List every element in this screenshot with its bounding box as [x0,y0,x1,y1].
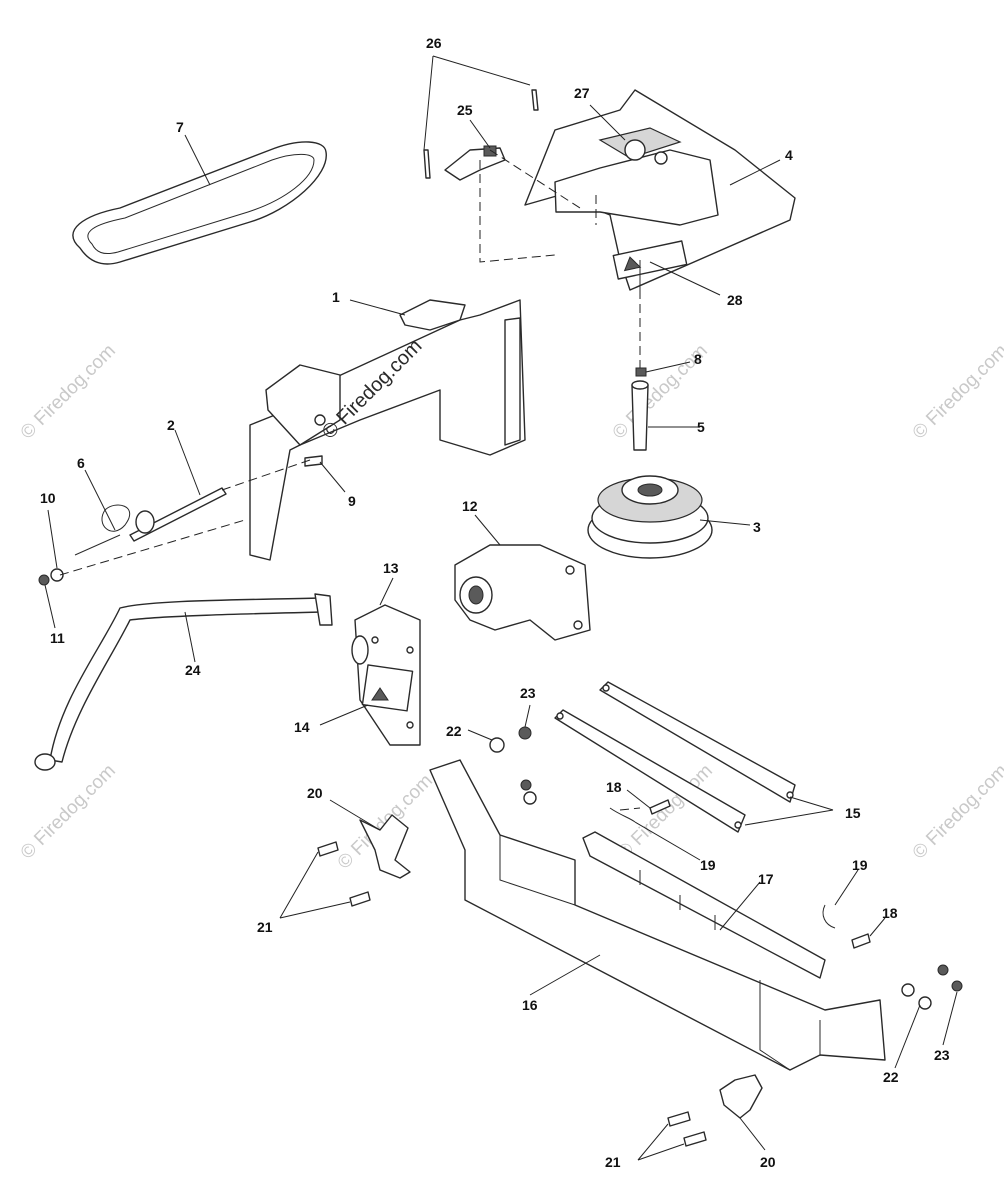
part-links-15 [554,681,796,833]
watermark-left-bottom: © Firedog.com [17,760,120,863]
part-washers-upper [489,726,537,805]
part-pin-18-a [649,799,671,815]
callout-20-lower: 20 [760,1154,776,1170]
part-adjust-bar-17 [582,831,826,979]
part-bolt-8 [635,367,647,377]
watermark-right-bottom: © Firedog.com [909,760,1004,863]
callout-11: 11 [50,630,65,646]
part-mount-bracket [249,299,526,561]
callout-18-upper: 18 [606,779,622,795]
callout-12: 12 [462,498,478,514]
callout-6: 6 [77,455,85,471]
callout-8: 8 [694,351,702,367]
callout-22-upper: 22 [446,723,462,739]
part-rod-assembly [38,455,323,586]
part-belt [72,141,327,265]
decal-27-icon [624,139,646,161]
part-frame-16 [429,759,886,1071]
part-belt-cover [524,89,796,291]
callout-25: 25 [457,102,473,118]
part-bracket-25 [444,145,506,181]
callout-23-lower: 23 [934,1047,950,1063]
callout-13: 13 [383,560,399,576]
callout-16: 16 [522,997,538,1013]
callout-9: 9 [348,493,356,509]
callout-3: 3 [753,519,761,535]
callout-27: 27 [574,85,590,101]
part-clip-19-a [609,807,636,823]
watermark-right-top: © Firedog.com [909,340,1004,443]
callout-24: 24 [185,662,201,678]
callout-20-upper: 20 [307,785,323,801]
part-pins-26 [423,89,539,179]
part-brake-rod [34,593,333,771]
washer-10 [50,568,64,582]
callout-14: 14 [294,719,310,735]
part-pin-18-b [851,933,871,949]
callout-5: 5 [697,419,705,435]
callout-28: 28 [727,292,743,308]
callout-labels: 26 25 27 4 7 28 1 8 5 2 6 10 9 12 3 13 1… [40,35,950,1170]
part-clamp-20-b [719,1074,763,1119]
part-pulley [587,475,713,559]
callout-19-lower: 19 [852,857,868,873]
part-decal-14 [361,636,414,729]
callout-22-lower: 22 [883,1069,899,1085]
part-bolts-21-a [317,841,371,907]
callout-26: 26 [426,35,442,51]
callout-21-lower: 21 [605,1154,621,1170]
leader-lines [44,55,958,1161]
watermark-left-top: © Firedog.com [17,340,120,443]
nut-11 [38,574,50,586]
part-bolts-21-b [667,1111,707,1147]
callout-21-upper: 21 [257,919,273,935]
part-idler-bracket [454,544,591,641]
part-clamp-20-a [359,814,411,879]
callout-23-upper: 23 [520,685,536,701]
callout-1: 1 [332,289,340,305]
callout-15: 15 [845,805,861,821]
callout-17: 17 [758,871,774,887]
callout-18-lower: 18 [882,905,898,921]
part-clip-19-b [822,904,836,929]
assembly-lines [59,149,641,811]
callout-10: 10 [40,490,56,506]
callout-4: 4 [785,147,793,163]
part-spacer-5 [631,380,649,451]
callout-19-upper: 19 [700,857,716,873]
part-washers-lower [901,964,963,1010]
callout-2: 2 [167,417,175,433]
callout-7: 7 [176,119,184,135]
